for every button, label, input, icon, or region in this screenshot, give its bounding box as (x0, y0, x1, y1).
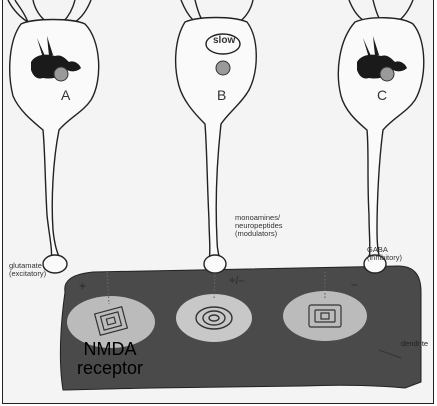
nmda-receptor-label: NMDA receptor (65, 340, 155, 378)
neuron-a (8, 0, 99, 273)
nucleus-c (380, 67, 394, 81)
sign-excitatory: + (79, 280, 86, 293)
dendrite-label: dendrite (401, 340, 428, 348)
nucleus-a (54, 67, 68, 81)
neuron-label-b: B (217, 88, 226, 103)
nmda-line1: NMDA (65, 340, 155, 359)
label-gaba: GABA (inhibitory) (367, 246, 402, 262)
neuron-c (338, 0, 423, 273)
neuron-label-c: C (377, 88, 387, 103)
nmda-line2: receptor (65, 359, 155, 378)
glutamate-line2: (excitatory) (9, 270, 46, 278)
receptor-glow-right (283, 291, 367, 341)
sign-modulatory: +/– (229, 276, 245, 288)
label-monoamines: monoamines/ neuropeptides (modulators) (235, 214, 283, 238)
nucleus-b (216, 61, 230, 75)
slow-label: slow (213, 36, 235, 47)
receptor-glow-middle (176, 294, 252, 342)
monoamines-line3: (modulators) (235, 230, 283, 238)
neuron-label-a: A (61, 88, 70, 103)
label-glutamate: glutamate (excitatory) (9, 262, 46, 278)
gaba-line2: (inhibitory) (367, 254, 402, 262)
sign-inhibitory: – (351, 278, 358, 291)
